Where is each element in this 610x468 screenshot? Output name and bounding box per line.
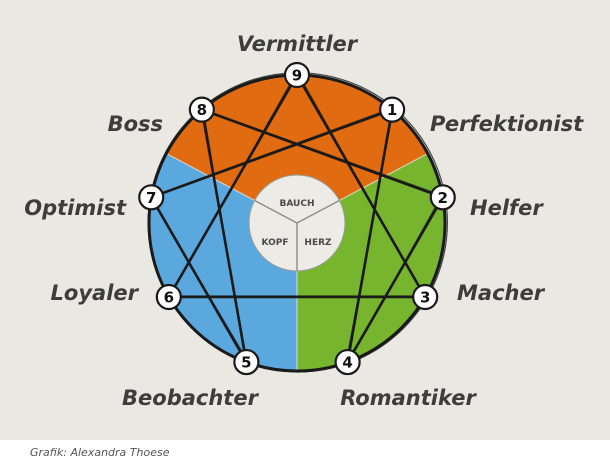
type-label-1: Perfektionist: [430, 112, 584, 136]
node-9-number: 9: [292, 67, 302, 85]
type-label-3: Macher: [457, 281, 546, 305]
center-label-kopf: KOPF: [262, 238, 289, 248]
connection-line-4-2-sketch: [348, 195, 443, 362]
connection-lines: [149, 73, 445, 364]
center-label-herz: HERZ: [304, 238, 332, 248]
type-label-9: Vermittler: [237, 32, 359, 56]
enneagram-diagram: BAUCH KOPF HERZ 9 Vermittler 1Perfektionis…: [24, 32, 584, 410]
center-divider-right: [296, 199, 340, 224]
node-4-circle: [334, 348, 361, 376]
node-2-number: 2: [438, 189, 448, 207]
node-6-circle: [155, 283, 182, 311]
type-label-6: Loyaler: [51, 281, 140, 305]
type-label-8: Boss: [108, 112, 163, 136]
connection-line-8-5-sketch: [202, 107, 246, 362]
connection-line-2-8-sketch: [200, 107, 445, 197]
type-label-5: Beobachter: [122, 386, 260, 410]
node-3-number: 3: [420, 289, 430, 307]
node-5-circle: [233, 348, 260, 376]
type-label-2: Helfer: [470, 196, 544, 220]
connection-line-2-8: [200, 108, 445, 199]
node-2-circle: [429, 184, 456, 211]
image-credit: Grafik: Alexandra Thoese: [30, 446, 170, 459]
node-1-circle: [379, 96, 406, 123]
connection-line-9-3-sketch: [297, 73, 425, 297]
node-3-circle: [412, 283, 439, 311]
node-8-number: 8: [197, 101, 207, 119]
center-label-bauch: BAUCH: [280, 199, 315, 209]
node-4-number: 4: [342, 354, 352, 372]
connection-line-1-4-sketch: [345, 107, 394, 362]
node-7-number: 7: [146, 189, 156, 207]
center-divider-left: [254, 199, 298, 224]
node-9-circle: [283, 61, 311, 89]
node-6-number: 6: [164, 289, 174, 307]
type-label-4: Romantiker: [340, 386, 477, 410]
node-5-number: 5: [241, 354, 251, 372]
connection-line-7-1: [149, 108, 394, 199]
node-1-number: 1: [387, 101, 397, 119]
connection-line-6-9-sketch: [169, 73, 297, 297]
type-label-7: Optimist: [24, 196, 127, 220]
node-7-circle: [138, 184, 165, 211]
connection-line-5-7-sketch: [149, 195, 249, 362]
node-8-circle: [188, 96, 215, 123]
connection-line-7-1-sketch: [151, 107, 392, 197]
